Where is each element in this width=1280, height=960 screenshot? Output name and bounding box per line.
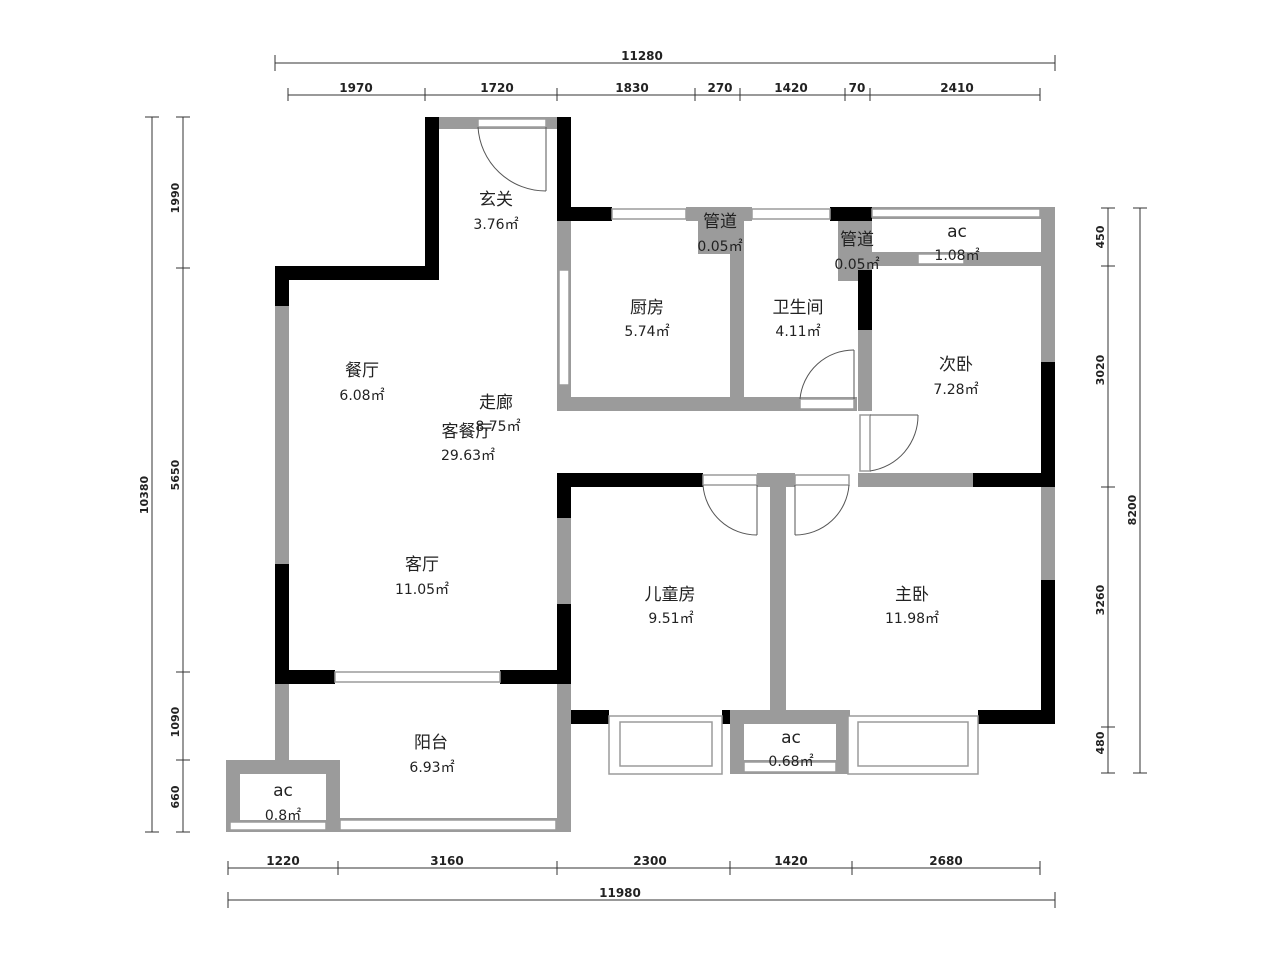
- room-name-dining: 餐厅: [345, 361, 379, 381]
- room-area-balcony: 6.93㎡: [409, 760, 454, 776]
- dim-bottom-5: 2680: [929, 854, 962, 868]
- room-area-ac-top: 1.08㎡: [934, 248, 979, 264]
- dim-bottom-3: 2300: [633, 854, 666, 868]
- room-name-master: 主卧: [895, 585, 929, 605]
- room-name-living-dining: 客餐厅: [442, 422, 493, 442]
- room-name-entrance: 玄关: [479, 190, 513, 210]
- room-area-bathroom: 4.11㎡: [775, 324, 820, 340]
- room-name-ac-center: ac: [781, 728, 801, 748]
- dim-left-2: 5650: [169, 459, 182, 490]
- dim-right-4: 480: [1094, 731, 1107, 754]
- right-dimensions: 450 3020 3260 480 8200: [1094, 207, 1147, 774]
- room-name-balcony: 阳台: [414, 733, 448, 753]
- room-name-pipe-1: 管道: [703, 212, 737, 232]
- room-area-pipe-1: 0.05㎡: [697, 239, 742, 255]
- dim-top-2: 1720: [480, 81, 513, 95]
- room-name-corridor: 走廊: [479, 393, 513, 413]
- room-name-bedroom2: 次卧: [939, 355, 973, 375]
- room-area-living-dining: 29.63㎡: [441, 448, 495, 464]
- room-area-master: 11.98㎡: [885, 611, 939, 627]
- dim-right-3: 3260: [1094, 584, 1107, 615]
- room-area-dining: 6.08㎡: [339, 388, 384, 404]
- room-area-living: 11.05㎡: [395, 582, 449, 598]
- dim-left-total: 10380: [138, 476, 151, 515]
- room-area-ac-left: 0.8㎡: [265, 808, 301, 824]
- dim-left-1: 1990: [169, 182, 182, 213]
- dim-top-1: 1970: [339, 81, 372, 95]
- dim-top-total: 11280: [621, 49, 663, 63]
- room-area-bedroom2: 7.28㎡: [933, 382, 978, 398]
- room-name-pipe-2: 管道: [840, 230, 874, 250]
- bottom-dimensions: 1220 3160 2300 1420 2680 11980: [227, 854, 1056, 908]
- top-dimensions: 11280 1970 1720 1830 270 1420 70 2410: [274, 49, 1056, 101]
- room-name-bathroom: 卫生间: [773, 298, 824, 318]
- room-area-corridor: 8.75㎡: [475, 419, 520, 435]
- dim-bottom-total: 11980: [599, 886, 641, 900]
- dim-left-3: 1090: [169, 706, 182, 737]
- room-labels: 玄关 3.76㎡ 管道 0.05㎡ 管道 0.05㎡ ac 1.08㎡ 厨房 5…: [265, 190, 980, 824]
- room-area-pipe-2: 0.05㎡: [834, 257, 879, 273]
- dim-top-4: 270: [707, 81, 732, 95]
- windows: [229, 208, 1041, 831]
- room-name-kids: 儿童房: [645, 585, 696, 605]
- room-area-kitchen: 5.74㎡: [624, 324, 669, 340]
- dim-top-6: 70: [849, 81, 866, 95]
- dim-right-total: 8200: [1126, 494, 1139, 525]
- room-name-living: 客厅: [405, 555, 439, 575]
- dim-right-1: 450: [1094, 225, 1107, 248]
- room-name-ac-top: ac: [947, 222, 967, 242]
- dim-top-5: 1420: [774, 81, 807, 95]
- dim-left-4: 660: [169, 785, 182, 808]
- room-area-kids: 9.51㎡: [648, 611, 693, 627]
- room-area-entrance: 3.76㎡: [473, 217, 518, 233]
- dim-top-7: 2410: [940, 81, 973, 95]
- dim-bottom-2: 3160: [430, 854, 463, 868]
- dim-bottom-4: 1420: [774, 854, 807, 868]
- doors: [477, 118, 919, 536]
- room-area-ac-center: 0.68㎡: [768, 754, 813, 770]
- dim-right-2: 3020: [1094, 354, 1107, 385]
- dim-bottom-1: 1220: [266, 854, 299, 868]
- room-name-ac-left: ac: [273, 781, 293, 801]
- left-dimensions: 10380 1990 5650 1090 660: [138, 116, 190, 833]
- dim-top-3: 1830: [615, 81, 648, 95]
- room-name-kitchen: 厨房: [630, 298, 664, 318]
